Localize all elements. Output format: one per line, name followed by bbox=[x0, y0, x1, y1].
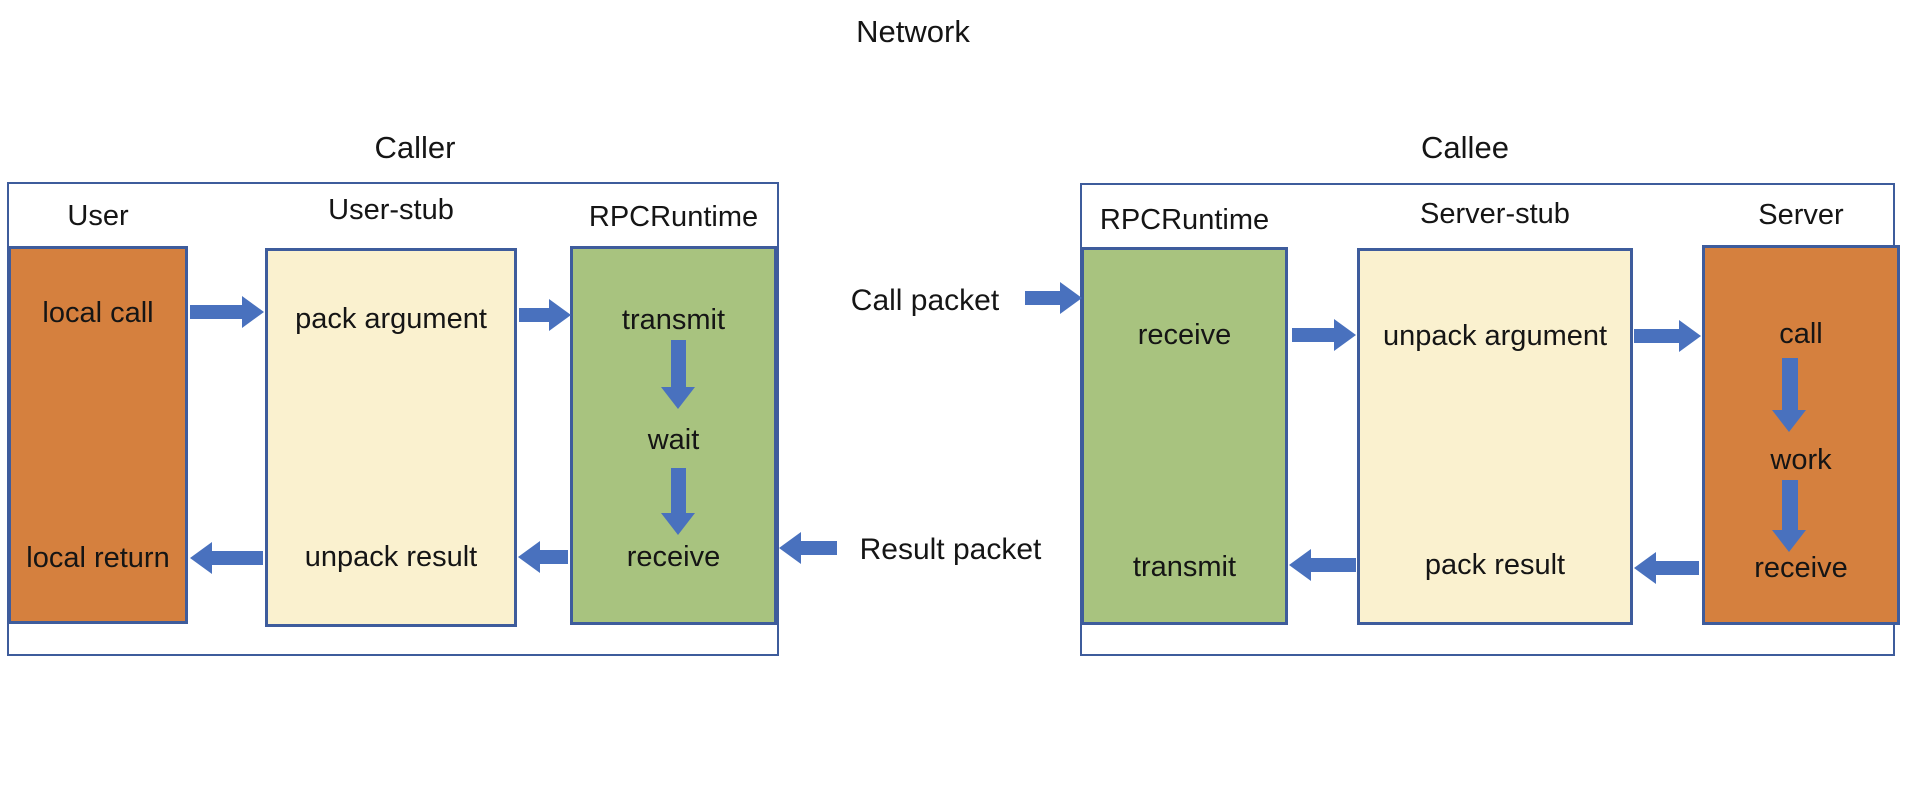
arrow-call-packet-icon bbox=[1025, 282, 1082, 314]
caller-rpcruntime-box bbox=[570, 246, 777, 625]
arrow-local-call-to-pack-argument-icon bbox=[190, 296, 264, 328]
arrow-work-to-receive-icon bbox=[1772, 480, 1806, 552]
step-server-call: call bbox=[1779, 318, 1823, 350]
step-caller-wait: wait bbox=[647, 424, 700, 456]
step-caller-transmit: transmit bbox=[621, 304, 726, 336]
caller-header-user-stub: User-stub bbox=[328, 194, 454, 226]
callee-header-rpcruntime: RPCRuntime bbox=[1099, 204, 1270, 236]
call-packet-label: Call packet bbox=[850, 284, 1000, 317]
step-pack-argument: pack argument bbox=[295, 303, 487, 335]
arrow-pack-result-to-transmit-icon bbox=[1289, 549, 1356, 581]
step-server-receive: receive bbox=[1754, 552, 1848, 584]
callee-header-server: Server bbox=[1758, 199, 1844, 231]
arrow-call-to-work-icon bbox=[1772, 358, 1806, 432]
arrow-unpack-argument-to-call-icon bbox=[1634, 320, 1701, 352]
server-box bbox=[1702, 245, 1900, 625]
step-unpack-argument: unpack argument bbox=[1382, 320, 1608, 352]
network-title: Network bbox=[856, 14, 970, 49]
callee-header-server-stub: Server-stub bbox=[1420, 198, 1570, 230]
callee-rpcruntime-box bbox=[1081, 247, 1288, 625]
step-unpack-result: unpack result bbox=[304, 541, 478, 573]
caller-header-user: User bbox=[67, 200, 129, 232]
result-packet-label: Result packet bbox=[859, 533, 1042, 566]
arrow-result-packet-icon bbox=[779, 532, 837, 564]
step-callee-receive: receive bbox=[1137, 319, 1232, 351]
step-local-return: local return bbox=[26, 542, 170, 574]
step-caller-receive: receive bbox=[626, 541, 721, 573]
arrow-unpack-result-to-local-return-icon bbox=[190, 542, 263, 574]
arrow-transmit-to-wait-icon bbox=[661, 340, 695, 409]
callee-label: Callee bbox=[1421, 130, 1509, 165]
step-server-work: work bbox=[1770, 444, 1832, 476]
caller-label: Caller bbox=[374, 130, 456, 165]
arrow-pack-argument-to-transmit-icon bbox=[519, 299, 571, 331]
arrow-receive-to-unpack-argument-icon bbox=[1292, 319, 1356, 351]
user-box bbox=[8, 246, 188, 624]
step-local-call: local call bbox=[42, 297, 154, 329]
arrow-receive-to-unpack-result-icon bbox=[518, 541, 568, 573]
caller-header-rpcruntime: RPCRuntime bbox=[588, 201, 759, 233]
arrow-wait-to-receive-icon bbox=[661, 468, 695, 535]
user-stub-box bbox=[265, 248, 517, 627]
server-stub-box bbox=[1357, 248, 1633, 625]
arrow-server-receive-to-pack-result-icon bbox=[1634, 552, 1699, 584]
step-pack-result: pack result bbox=[1424, 549, 1566, 581]
step-callee-transmit: transmit bbox=[1132, 551, 1237, 583]
